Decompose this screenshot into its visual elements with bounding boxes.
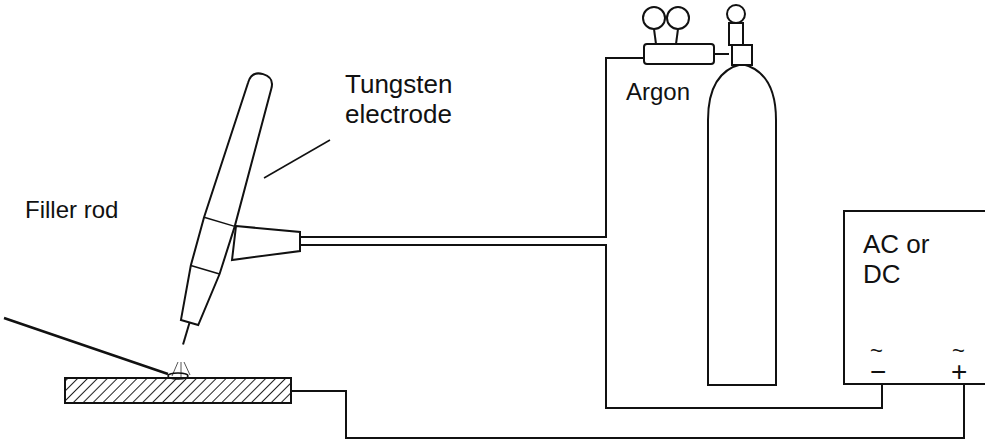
welding-arc [168, 362, 190, 379]
torch-handle [232, 226, 300, 260]
terminal-symbol: − [870, 356, 886, 388]
cylinder-valve [732, 45, 752, 65]
gas-regulator [643, 5, 745, 64]
supply-label: AC or DC [863, 230, 963, 290]
terminal-symbol: + [951, 356, 967, 388]
torch-body [168, 70, 279, 349]
workpiece [65, 378, 291, 403]
argon-cylinder [708, 64, 776, 385]
part-label: Filler rod [25, 196, 118, 224]
filler-rod [4, 318, 168, 374]
gas-label: Argon [626, 78, 690, 106]
leader-line [264, 140, 330, 178]
part-label: Tungsten electrode [345, 70, 475, 130]
